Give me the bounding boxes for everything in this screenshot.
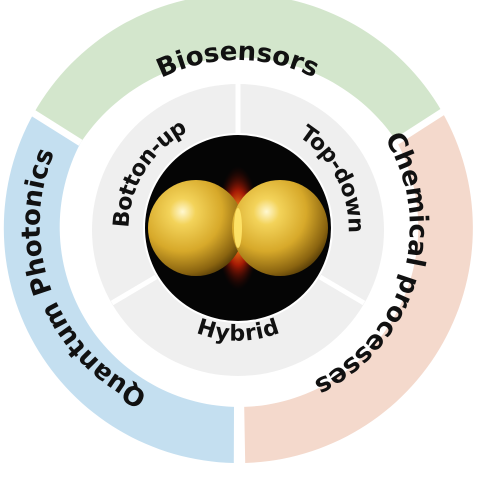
right-gold-sphere <box>232 180 328 276</box>
chemical-processes-segment <box>244 111 473 463</box>
nanoparticle-dimer-icon <box>143 133 333 323</box>
biosensors-segment-outer <box>33 0 442 143</box>
outer-separators <box>28 106 449 470</box>
inner-divider-right <box>318 274 366 306</box>
quantum-photonics-segment <box>3 113 234 463</box>
left-gold-sphere <box>148 180 244 276</box>
gap-hotspot <box>234 208 242 248</box>
inner-divider-left <box>110 274 158 306</box>
outer-ring <box>3 0 473 463</box>
